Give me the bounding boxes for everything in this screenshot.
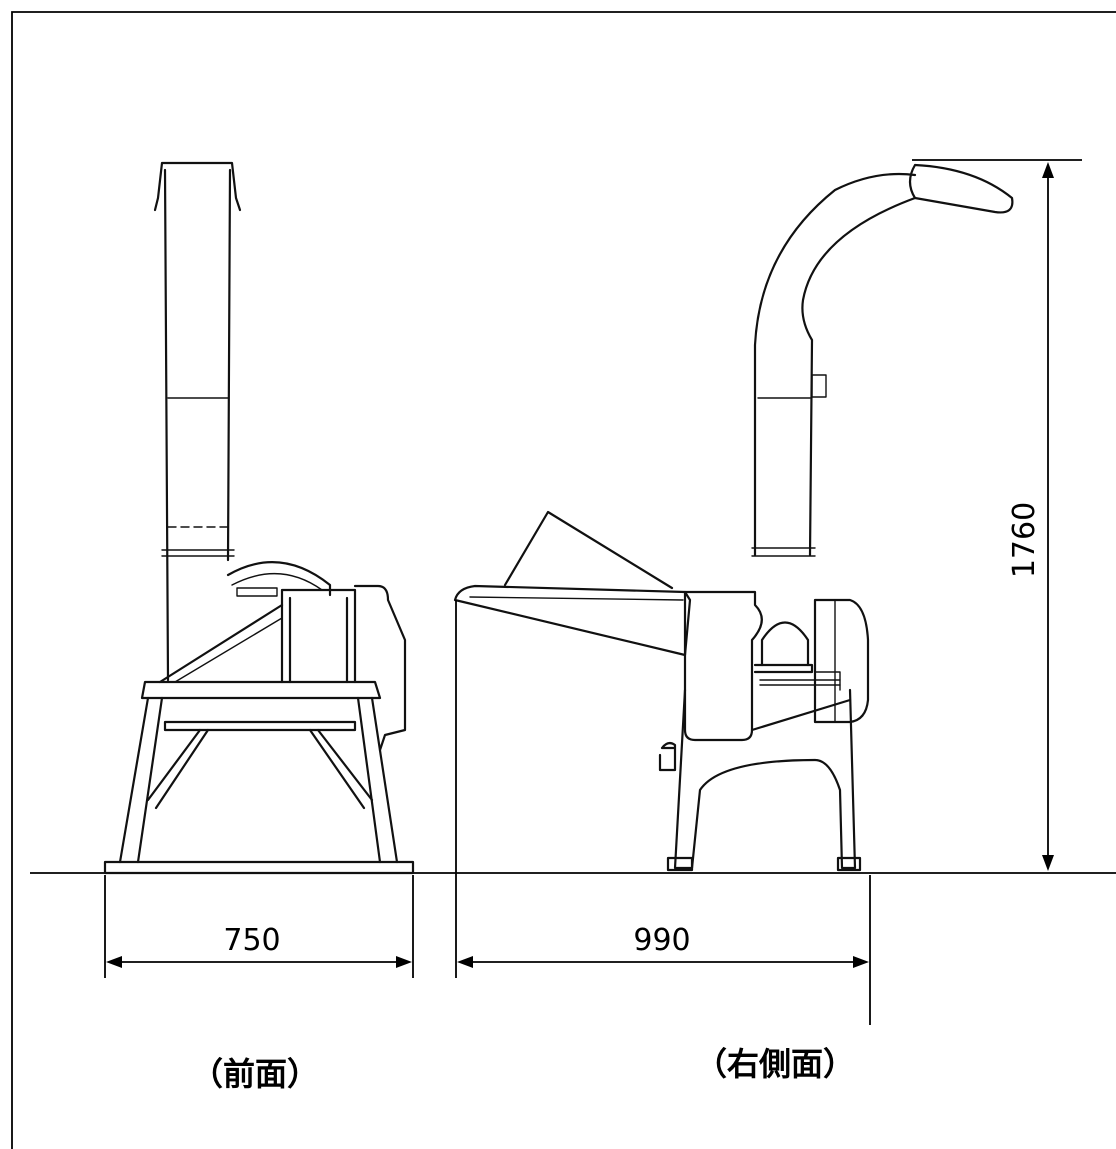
page-frame — [11, 11, 1116, 1149]
dim-750-label: 750 — [223, 923, 280, 958]
dim-1760-arrow-top — [1042, 162, 1054, 178]
dim-750-arrow-right — [396, 956, 412, 968]
dim-1760-arrow-bottom — [1042, 855, 1054, 871]
dim-750-arrow-left — [106, 956, 122, 968]
right-side-view-caption: （右側面） — [695, 1045, 855, 1083]
dim-990-arrow-left — [457, 956, 473, 968]
dim-990-label: 990 — [633, 923, 690, 958]
front-view-machine — [103, 161, 415, 875]
side-view-machine — [453, 163, 1014, 872]
dim-990-arrow-right — [853, 956, 869, 968]
front-view-caption: （前面） — [191, 1055, 319, 1093]
dim-1760-label: 1760 — [1007, 502, 1042, 578]
